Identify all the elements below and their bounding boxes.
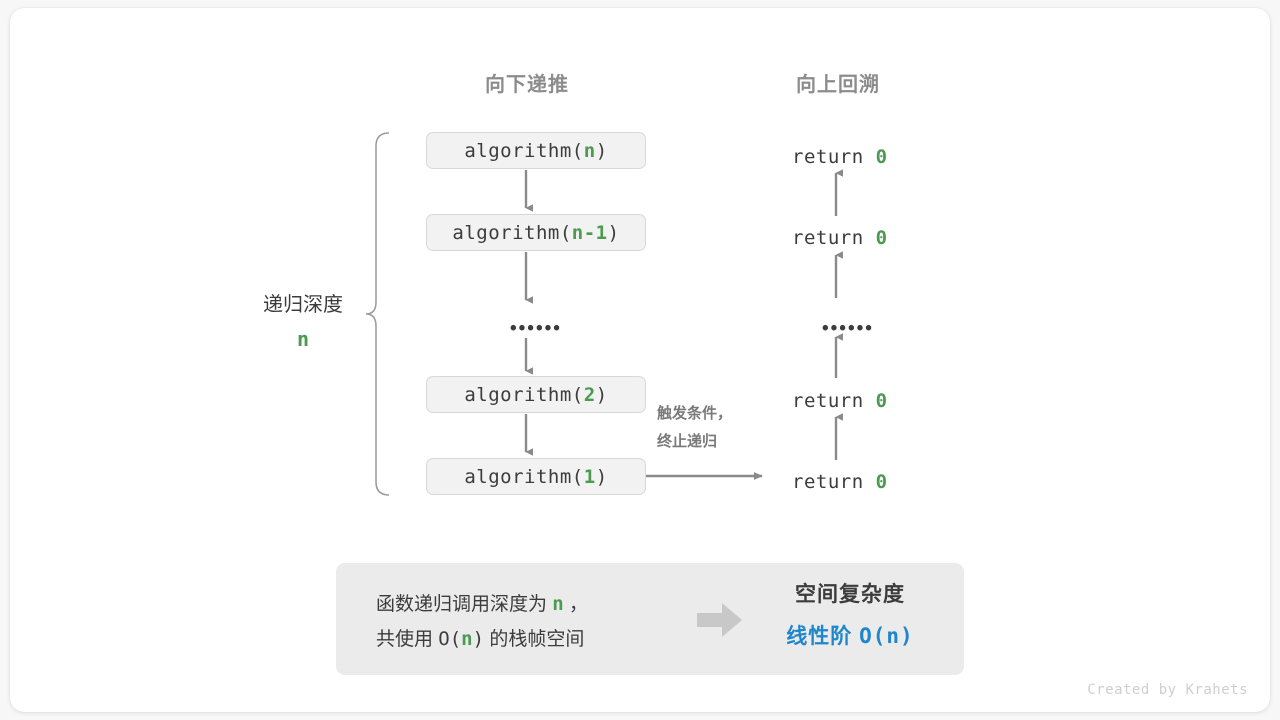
column-header-ascend: 向上回溯 (796, 74, 880, 96)
return-value: 0 (875, 227, 888, 249)
recursion-depth-label: 递归深度 n (238, 288, 368, 351)
recursion-depth-value: n (296, 327, 310, 351)
summary-line2-close: ) (472, 628, 485, 650)
return-keyword: return (792, 390, 864, 412)
summary-line1-n: n (552, 593, 564, 615)
call-text-suffix: ) (595, 139, 608, 162)
return-label-2: return 0 (792, 227, 888, 249)
diagram-card: 向下递推 向上回溯 (10, 8, 1270, 712)
right-block-arrow-icon (697, 603, 742, 637)
return-label-1: return 0 (792, 146, 888, 168)
depth-brace (365, 132, 390, 496)
summary-line2-b: 的栈帧空间 (484, 629, 585, 650)
ellipsis-descend: •••••• (510, 318, 562, 339)
return-value: 0 (875, 390, 888, 412)
summary-line-1: 函数递归调用深度为 n ， (376, 587, 588, 622)
complexity-result: 空间复杂度 线性阶 O(n) (750, 578, 950, 650)
return-keyword: return (792, 146, 864, 168)
call-text-prefix: algorithm( (464, 465, 584, 488)
call-text-arg: n (583, 139, 596, 162)
return-value: 0 (875, 146, 888, 168)
return-label-3: return 0 (792, 390, 888, 412)
complexity-value: 线性阶 O(n) (750, 620, 950, 650)
termination-note-line2: 终止递归 (657, 433, 718, 450)
connector-layer (365, 132, 843, 496)
summary-line2-o: O( (438, 628, 462, 650)
call-box-n[interactable]: algorithm(n) (426, 132, 646, 169)
summary-line2-n: n (461, 628, 473, 650)
termination-note: 触发条件， 终止递归 (657, 400, 732, 456)
summary-line1-b: ， (563, 594, 589, 615)
call-text-suffix: ) (607, 221, 620, 244)
complexity-value-notation: O(n) (859, 624, 914, 648)
call-text-arg: 2 (583, 383, 596, 406)
return-keyword: return (792, 471, 864, 493)
call-box-1[interactable]: algorithm(1) (426, 458, 646, 495)
summary-description: 函数递归调用深度为 n ， 共使用 O(n) 的栈帧空间 (376, 587, 588, 657)
call-text-arg: n-1 (571, 221, 608, 244)
call-text-arg: 1 (583, 465, 596, 488)
return-value: 0 (875, 471, 888, 493)
call-box-2[interactable]: algorithm(2) (426, 376, 646, 413)
summary-line1-a: 函数递归调用深度为 (376, 594, 553, 615)
complexity-value-cn: 线性阶 (786, 625, 860, 648)
summary-line-2: 共使用 O(n) 的栈帧空间 (376, 622, 588, 657)
recursion-depth-text: 递归深度 (263, 294, 343, 316)
column-header-descend: 向下递推 (485, 74, 569, 96)
credit-text: Created by Krahets (1087, 682, 1248, 698)
call-text-prefix: algorithm( (464, 139, 584, 162)
call-text-prefix: algorithm( (464, 383, 584, 406)
return-label-4: return 0 (792, 471, 888, 493)
call-text-suffix: ) (595, 383, 608, 406)
call-text-prefix: algorithm( (452, 221, 572, 244)
call-text-suffix: ) (595, 465, 608, 488)
summary-panel: 函数递归调用深度为 n ， 共使用 O(n) 的栈帧空间 (336, 563, 964, 675)
termination-note-line1: 触发条件， (657, 405, 733, 422)
ellipsis-ascend: •••••• (822, 318, 874, 339)
summary-line2-a: 共使用 (376, 629, 439, 650)
call-box-n-minus-1[interactable]: algorithm(n-1) (426, 214, 646, 251)
complexity-title: 空间复杂度 (795, 583, 905, 606)
return-keyword: return (792, 227, 864, 249)
